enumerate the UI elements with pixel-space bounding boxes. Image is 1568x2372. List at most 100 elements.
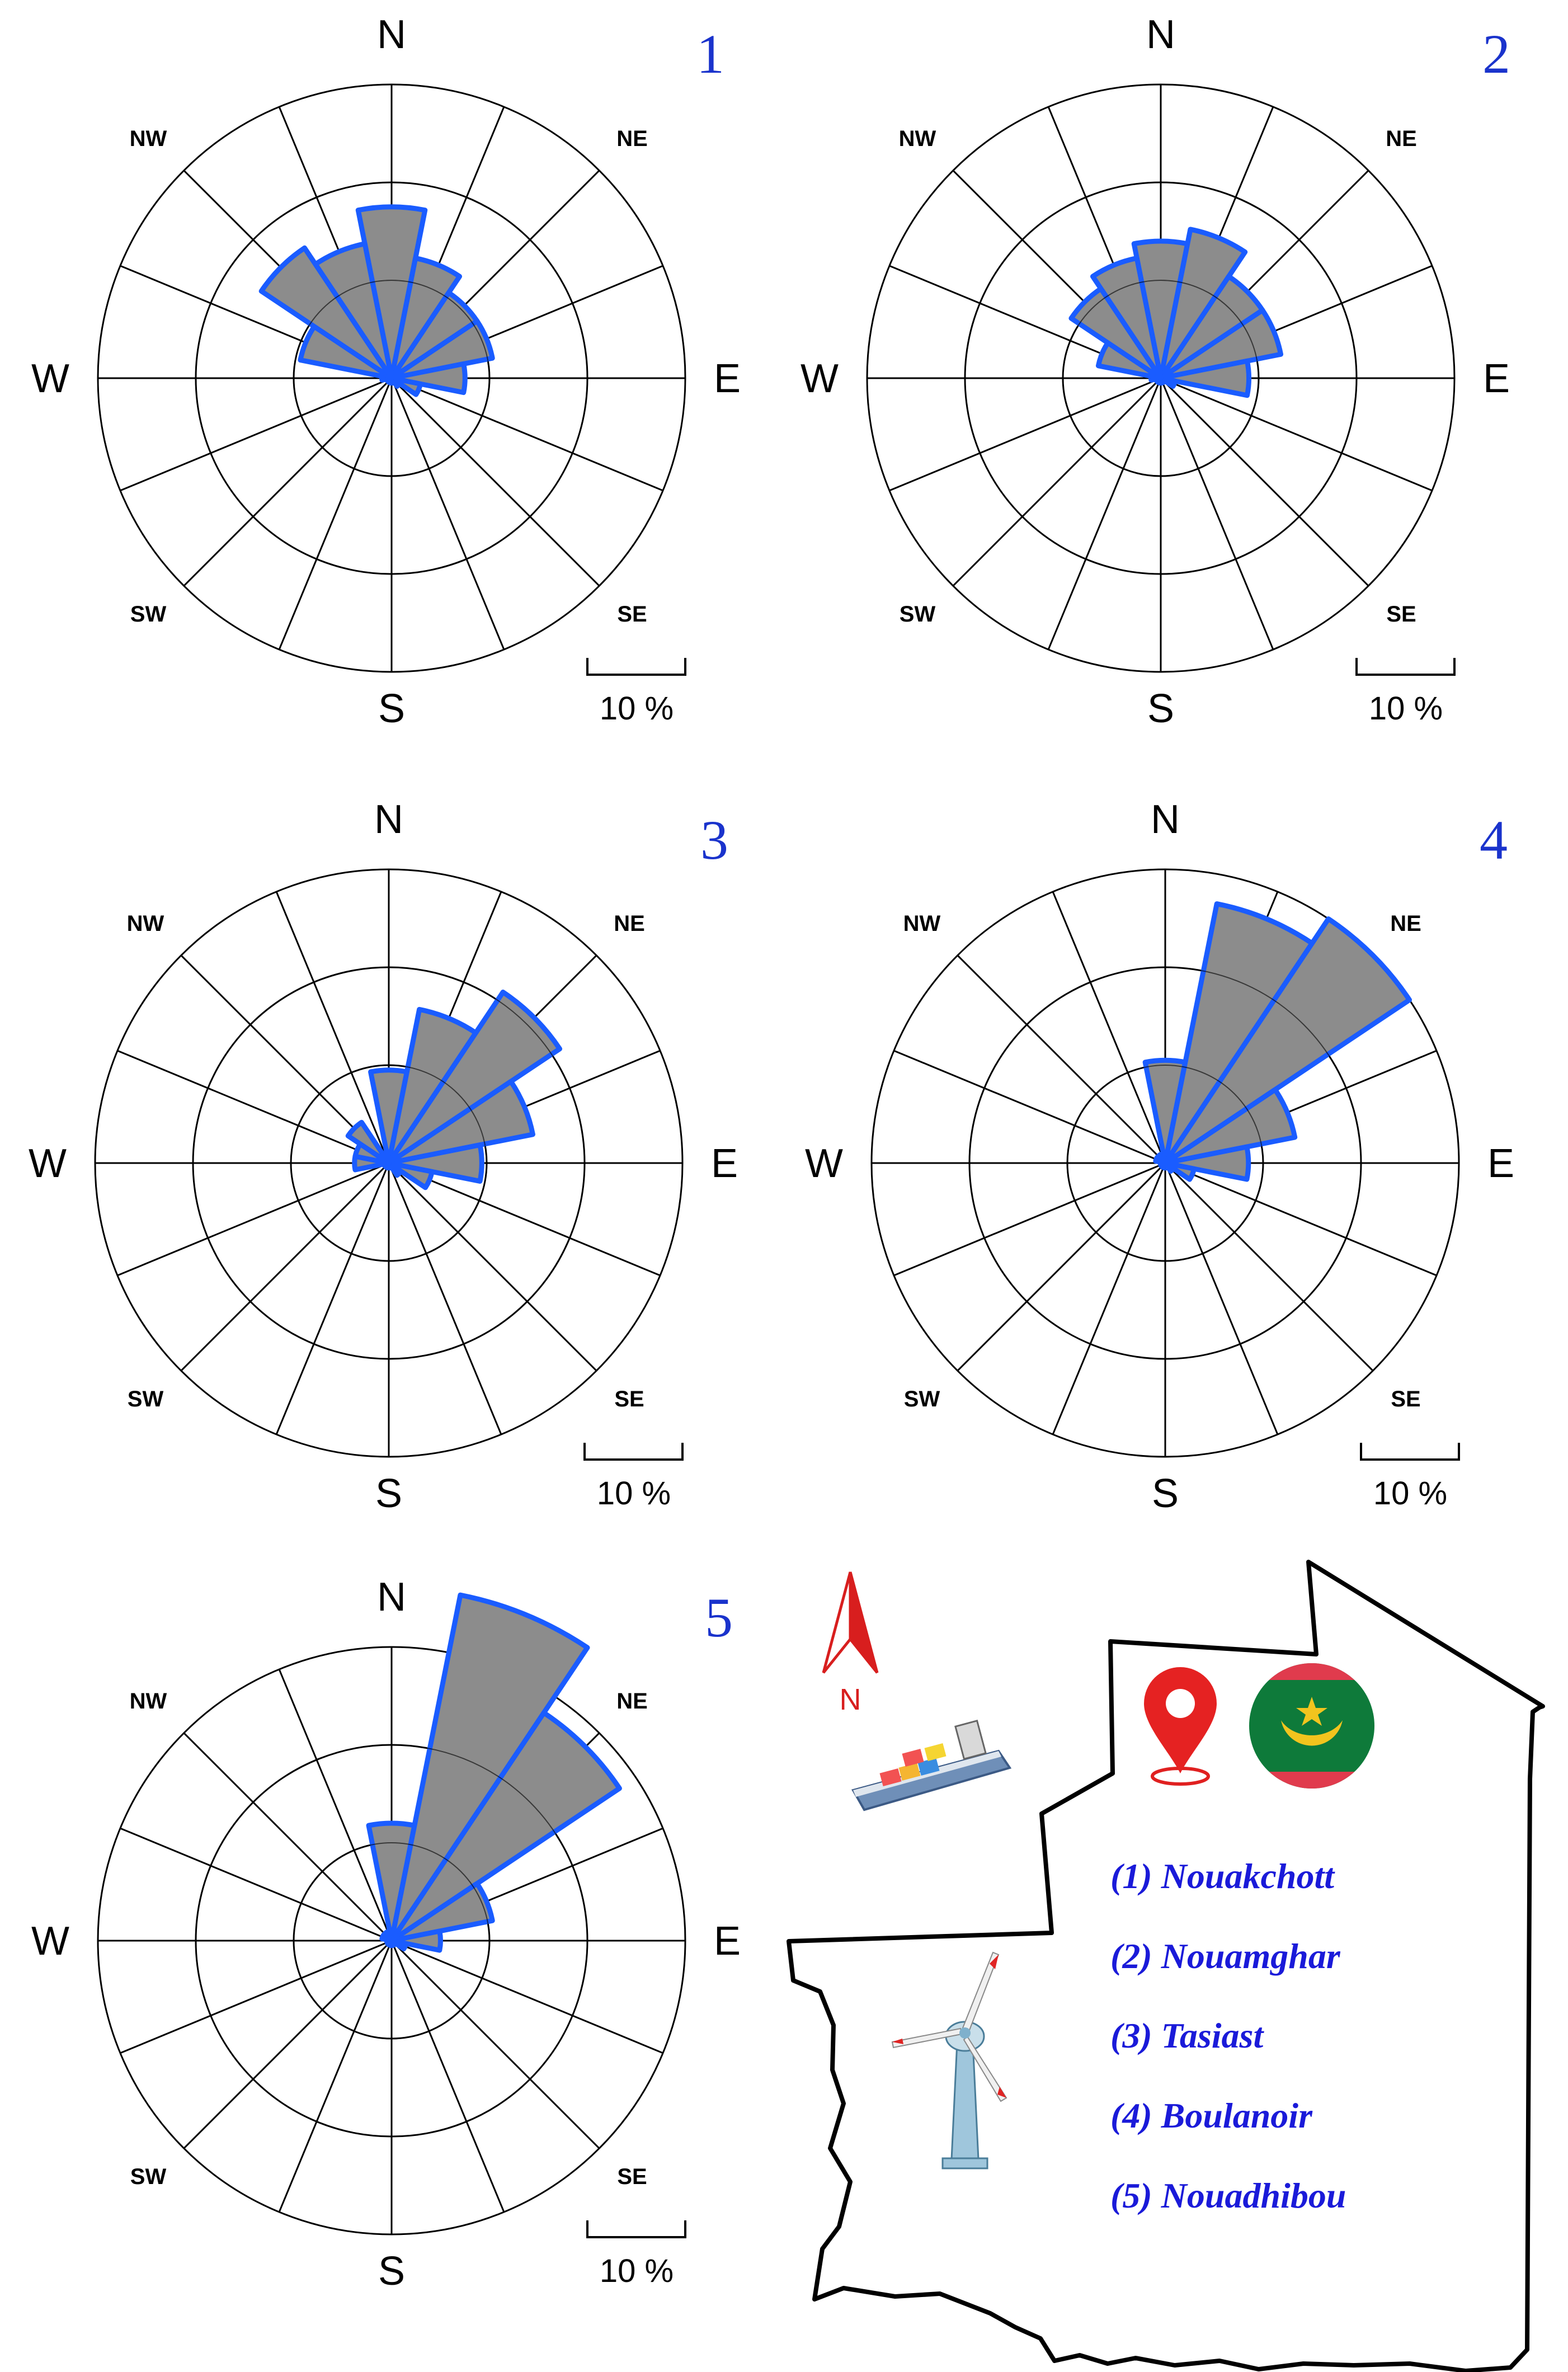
scale-bar bbox=[586, 658, 686, 676]
petal-ENE bbox=[386, 1079, 535, 1166]
petal-NE bbox=[1162, 916, 1412, 1166]
compass-label-SW: SW bbox=[128, 1387, 164, 1411]
petal-NNE bbox=[389, 255, 463, 381]
grid-ring-overlay bbox=[293, 1842, 490, 2039]
petal-NNE bbox=[1158, 227, 1248, 381]
compass-label-SE: SE bbox=[614, 1387, 644, 1411]
petal-NNW bbox=[1157, 1151, 1168, 1166]
scale-bar bbox=[586, 2220, 686, 2238]
petal-ENE bbox=[389, 1881, 495, 1943]
north-arrow-icon: N bbox=[822, 1571, 879, 1716]
compass-label-S: S bbox=[375, 1471, 402, 1516]
legend-item-4: (4) Boulanoir bbox=[1110, 2096, 1313, 2135]
petal-ENE bbox=[1162, 1087, 1298, 1166]
grid-ring-overlay bbox=[290, 1065, 487, 1262]
compass-label-N: N bbox=[1146, 12, 1175, 57]
compass-label-E: E bbox=[711, 1141, 738, 1186]
scale-label: 10 % bbox=[600, 690, 674, 727]
mauritania-flag-icon bbox=[1249, 1663, 1374, 1789]
compass-label-E: E bbox=[714, 1919, 741, 1964]
compass-label-NW: NW bbox=[127, 911, 164, 936]
compass-label-N: N bbox=[377, 1575, 406, 1620]
compass-label-NE: NE bbox=[1386, 126, 1417, 151]
petal-NNW bbox=[380, 1151, 392, 1166]
compass-label-NW: NW bbox=[903, 911, 941, 936]
petal-E bbox=[1162, 1144, 1251, 1182]
scale-label: 10 % bbox=[600, 2253, 674, 2289]
panel-number: 4 bbox=[1480, 809, 1508, 871]
compass-label-NE: NE bbox=[616, 126, 648, 151]
compass-label-SE: SE bbox=[1391, 1387, 1420, 1411]
compass-label-N: N bbox=[377, 12, 406, 57]
compass-label-S: S bbox=[1152, 1471, 1179, 1516]
compass-label-SE: SE bbox=[617, 602, 647, 627]
compass-label-W: W bbox=[29, 1141, 67, 1186]
scale-bar bbox=[583, 1443, 684, 1461]
legend-map-area: N bbox=[787, 1560, 1545, 2372]
compass-label-SE: SE bbox=[1386, 602, 1416, 627]
compass-label-SW: SW bbox=[904, 1387, 940, 1411]
compass-label-N: N bbox=[1151, 797, 1180, 842]
petal-E bbox=[389, 1928, 443, 1953]
wind-turbine-icon bbox=[891, 1951, 1007, 2169]
petal-NNW bbox=[1090, 255, 1164, 381]
petal-NE bbox=[389, 1710, 622, 1943]
compass-label-NE: NE bbox=[614, 911, 645, 936]
panel-number: 2 bbox=[1482, 23, 1510, 85]
compass-label-S: S bbox=[378, 686, 405, 731]
compass-label-S: S bbox=[1147, 686, 1174, 731]
scale-label: 10 % bbox=[1369, 690, 1443, 727]
petal-NW bbox=[258, 245, 394, 381]
compass-label-E: E bbox=[1487, 1141, 1514, 1186]
scale-label: 10 % bbox=[1373, 1475, 1447, 1512]
compass-label-W: W bbox=[31, 1919, 69, 1964]
compass-label-E: E bbox=[714, 356, 741, 401]
petal-NNW bbox=[383, 1928, 394, 1943]
grid-ring-overlay bbox=[293, 280, 490, 477]
grid-ring-overlay bbox=[1062, 280, 1259, 477]
compass-label-W: W bbox=[801, 356, 839, 401]
legend-item-5: (5) Nouadhibou bbox=[1110, 2176, 1346, 2215]
panel-number: 5 bbox=[705, 1587, 733, 1649]
petal-E bbox=[1158, 358, 1251, 398]
petal-NNW bbox=[313, 241, 394, 381]
compass-label-NE: NE bbox=[1390, 911, 1421, 936]
north-arrow-label: N bbox=[840, 1683, 861, 1716]
compass-label-NW: NW bbox=[130, 1689, 167, 1714]
compass-label-N: N bbox=[374, 797, 403, 842]
petal-NNE bbox=[1162, 901, 1315, 1166]
petal-ENE bbox=[1158, 307, 1284, 381]
scale-label: 10 % bbox=[597, 1475, 671, 1512]
scale-bar bbox=[1360, 1443, 1460, 1461]
panel-number: 3 bbox=[700, 809, 728, 871]
station-legend: (1) Nouakchott (2) Nouamghar (3) Tasiast… bbox=[1110, 1856, 1346, 2215]
panel-number: 1 bbox=[696, 23, 724, 85]
grid-ring-overlay bbox=[1067, 1065, 1264, 1262]
compass-label-E: E bbox=[1483, 356, 1510, 401]
legend-item-3: (3) Tasiast bbox=[1110, 2016, 1264, 2055]
compass-label-SW: SW bbox=[130, 2164, 167, 2189]
compass-label-SW: SW bbox=[900, 602, 936, 627]
location-pin-icon bbox=[1144, 1667, 1217, 1786]
grid-ring-overlay bbox=[192, 967, 585, 1359]
petal-N bbox=[355, 204, 428, 381]
petal-NE bbox=[386, 989, 563, 1166]
compass-label-SW: SW bbox=[130, 602, 167, 627]
compass-label-SE: SE bbox=[617, 2164, 647, 2189]
compass-label-S: S bbox=[378, 2249, 405, 2294]
grid-ring-overlay bbox=[964, 182, 1357, 575]
petal-NW bbox=[345, 1119, 392, 1166]
petal-ENE bbox=[389, 318, 495, 381]
grid-ring-overlay bbox=[195, 182, 588, 575]
grid-ring-overlay bbox=[195, 1744, 588, 2137]
compass-label-NE: NE bbox=[616, 1689, 648, 1714]
petal-E bbox=[389, 361, 468, 396]
cargo-ship-icon bbox=[851, 1720, 1012, 1811]
